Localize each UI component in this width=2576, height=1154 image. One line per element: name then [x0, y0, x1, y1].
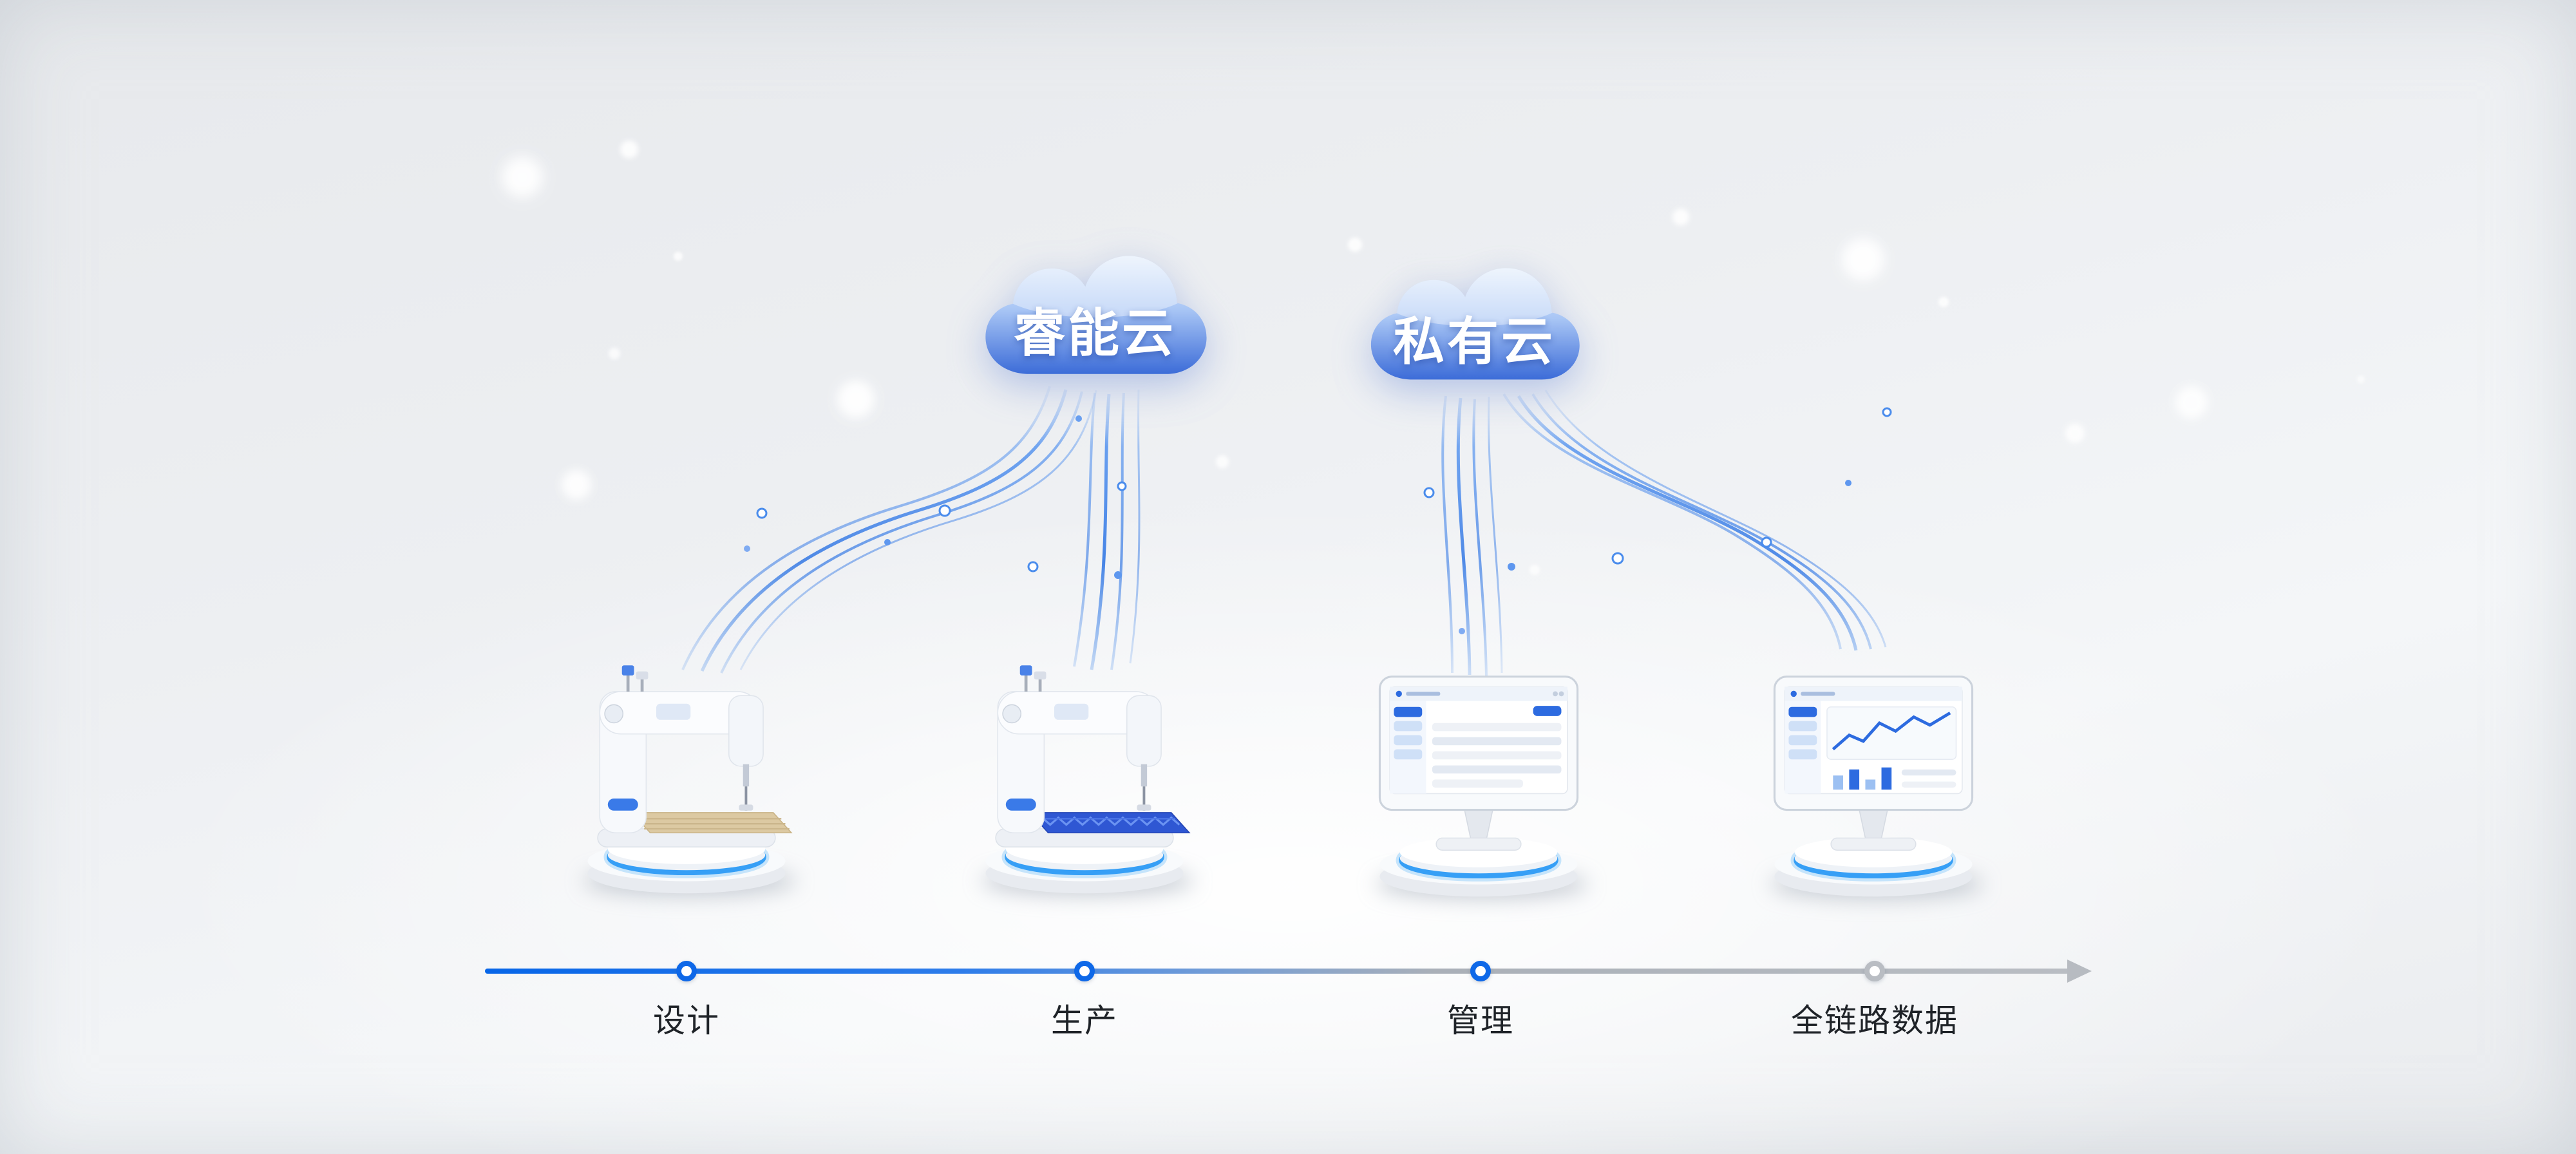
timeline-line — [485, 969, 2069, 974]
cloud-icon — [1370, 268, 1580, 380]
bokeh-dot — [502, 156, 543, 198]
flow-bundle-cloud2-to-monitor1 — [1441, 395, 1503, 677]
bokeh-dot — [2357, 375, 2365, 383]
device-sewing-machine-2 — [933, 647, 1236, 909]
monitor-screen — [1378, 676, 1579, 811]
monitor-icon — [1378, 676, 1579, 897]
timeline-arrow-icon — [2067, 960, 2092, 983]
sewing-machine-icon — [587, 665, 793, 894]
bokeh-dot — [837, 381, 875, 418]
monitor-screen — [1773, 676, 1974, 811]
monitor-stand — [1830, 809, 1917, 851]
bokeh-dot — [620, 140, 638, 158]
bokeh-dot — [674, 252, 683, 261]
pedestal — [1379, 837, 1578, 897]
bokeh-dot — [2065, 424, 2085, 443]
device-sewing-machine-1 — [535, 647, 838, 909]
sewing-machine-icon — [985, 665, 1191, 894]
bokeh-dot — [1216, 455, 1229, 468]
bokeh-dot — [609, 348, 620, 359]
timeline-node-fullchain-data — [1864, 961, 1885, 981]
device-monitor-2 — [1722, 650, 2025, 913]
fabric-natural — [630, 812, 793, 834]
cloud-label: 睿能云 — [1014, 304, 1176, 362]
timeline-node-production — [1074, 961, 1095, 981]
machine-body — [995, 665, 1191, 847]
pedestal — [587, 833, 786, 894]
bokeh-dot — [1348, 238, 1362, 252]
timeline-label-design: 设计 — [653, 1003, 720, 1039]
cloud-icon — [985, 256, 1207, 374]
bokeh-dot — [2175, 386, 2208, 419]
cloud-private: 私有云 — [1356, 256, 1593, 404]
cloud-label: 私有云 — [1393, 313, 1555, 370]
timeline-label-fullchain-data: 全链路数据 — [1791, 1003, 1958, 1039]
monitor-icon — [1773, 676, 1974, 897]
flow-bundle-cloud2-to-monitor2 — [1502, 390, 1887, 651]
timeline-label-management: 管理 — [1447, 1003, 1514, 1039]
flow-line-nodes — [744, 407, 1892, 634]
timeline-node-management — [1470, 961, 1491, 981]
fabric-blue — [1028, 812, 1191, 834]
timeline-label-production: 生产 — [1051, 1003, 1118, 1039]
bokeh-dot — [562, 470, 591, 500]
bokeh-dot — [1672, 209, 1689, 225]
timeline-node-design — [676, 961, 697, 981]
bokeh-dot — [1842, 238, 1884, 281]
flow-bundle-cloud1-to-machine1 — [681, 386, 1097, 674]
flow-bundle-cloud1-to-machine2 — [1073, 389, 1141, 670]
bokeh-dot — [1938, 297, 1949, 307]
device-monitor-1 — [1327, 650, 1630, 913]
machine-body — [597, 665, 793, 847]
bokeh-dot — [1530, 565, 1540, 575]
cloud-ruineng: 睿能云 — [969, 243, 1220, 401]
monitor-stand — [1435, 809, 1522, 851]
